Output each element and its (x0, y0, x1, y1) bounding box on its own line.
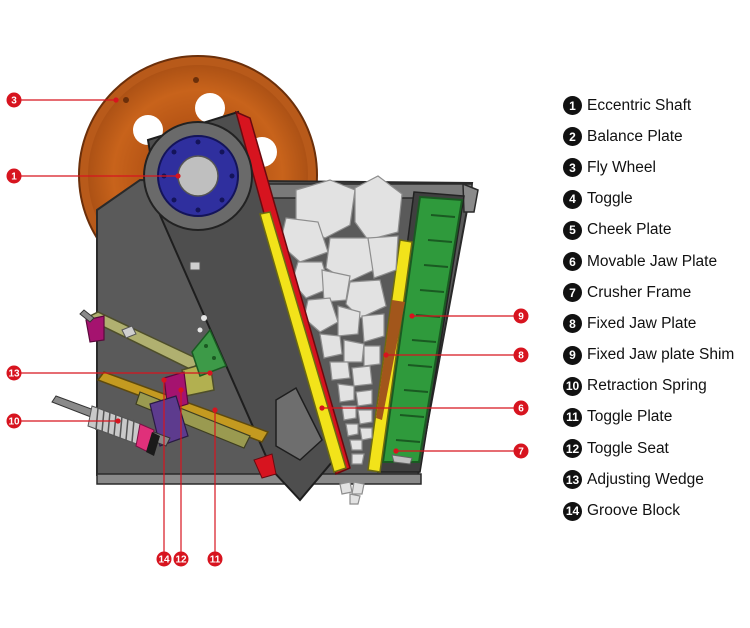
legend-item: 10 Retraction Spring (563, 371, 748, 402)
legend-item: 4 Toggle (563, 184, 748, 215)
legend-item: 12 Toggle Seat (563, 433, 748, 464)
tie-rods (79, 261, 207, 339)
parts-legend: 1 Eccentric Shaft 2 Balance Plate 3 Fly Whe… (563, 90, 748, 527)
toggle-seat (85, 315, 189, 447)
callout-8-label: 8 (518, 351, 524, 362)
callout-3: 3 (6, 92, 22, 108)
legend-item: 1 Eccentric Shaft (563, 90, 748, 121)
legend-number: 4 (563, 189, 582, 209)
legend-item: 2 Balance Plate (563, 121, 748, 152)
callout-7-label: 7 (518, 447, 524, 458)
callout-6: 6 (513, 400, 529, 416)
legend-number: 14 (563, 501, 582, 521)
callout-11-label: 11 (210, 555, 221, 566)
callout-13: 13 (6, 365, 22, 381)
legend-item: 5 Cheek Plate (563, 215, 748, 246)
callout-10-label: 10 (8, 417, 20, 428)
legend-label: Toggle Plate (587, 408, 673, 426)
callout-1: 1 (6, 168, 22, 184)
legend-number: 10 (563, 376, 582, 396)
callout-6-label: 6 (518, 404, 524, 415)
legend-label: Toggle (587, 190, 633, 208)
legend-label: Balance Plate (587, 127, 683, 145)
legend-label: Fixed Jaw plate Shim (587, 346, 735, 364)
legend-label: Toggle Seat (587, 439, 669, 457)
legend-label: Retraction Spring (587, 377, 707, 395)
callout-14: 14 (156, 551, 172, 567)
legend-label: Fixed Jaw Plate (587, 314, 697, 332)
legend-item: 8 Fixed Jaw Plate (563, 308, 748, 339)
legend-number: 8 (563, 314, 582, 334)
legend-item: 14 Groove Block (563, 495, 748, 526)
callout-12-label: 12 (175, 555, 187, 566)
legend-number: 7 (563, 283, 582, 303)
legend-item: 3 Fly Wheel (563, 152, 748, 183)
legend-label: Crusher Frame (587, 283, 692, 301)
legend-number: 1 (563, 96, 582, 116)
legend-number: 3 (563, 158, 582, 178)
callout-9: 9 (513, 308, 529, 324)
legend-label: Movable Jaw Plate (587, 252, 718, 270)
legend-item: 9 Fixed Jaw plate Shim (563, 340, 748, 371)
callout-10: 10 (6, 413, 22, 429)
callout-8: 8 (513, 347, 529, 363)
legend-number: 11 (563, 407, 582, 427)
legend-item: 11 Toggle Plate (563, 402, 748, 433)
legend-label: Groove Block (587, 502, 681, 520)
callout-13-label: 13 (8, 369, 20, 380)
legend-number: 6 (563, 252, 582, 272)
callout-7: 7 (513, 443, 529, 459)
callout-14-label: 14 (158, 555, 170, 566)
callout-lines (21, 97, 514, 552)
legend-label: Eccentric Shaft (587, 96, 692, 114)
callout-12: 12 (173, 551, 189, 567)
legend-number: 13 (563, 470, 582, 490)
callout-1-label: 1 (11, 172, 17, 183)
legend-item: 13 Adjusting Wedge (563, 464, 748, 495)
legend-number: 2 (563, 127, 582, 147)
legend-label: Adjusting Wedge (587, 470, 704, 488)
legend-item: 6 Movable Jaw Plate (563, 246, 748, 277)
legend-number: 5 (563, 220, 582, 240)
adjusting-wedge (181, 328, 228, 397)
legend-number: 12 (563, 439, 582, 459)
callout-11: 11 (207, 551, 223, 567)
callout-9-label: 9 (518, 312, 524, 323)
legend-label: Cheek Plate (587, 221, 672, 239)
crushed-stones (279, 175, 403, 505)
legend-number: 9 (563, 345, 582, 365)
fixed-jaw-plate-shim (367, 239, 413, 473)
callout-3-label: 3 (11, 96, 17, 107)
fixed-jaw-plate (381, 195, 464, 465)
legend-label: Fly Wheel (587, 158, 656, 176)
legend-item: 7 Crusher Frame (563, 277, 748, 308)
